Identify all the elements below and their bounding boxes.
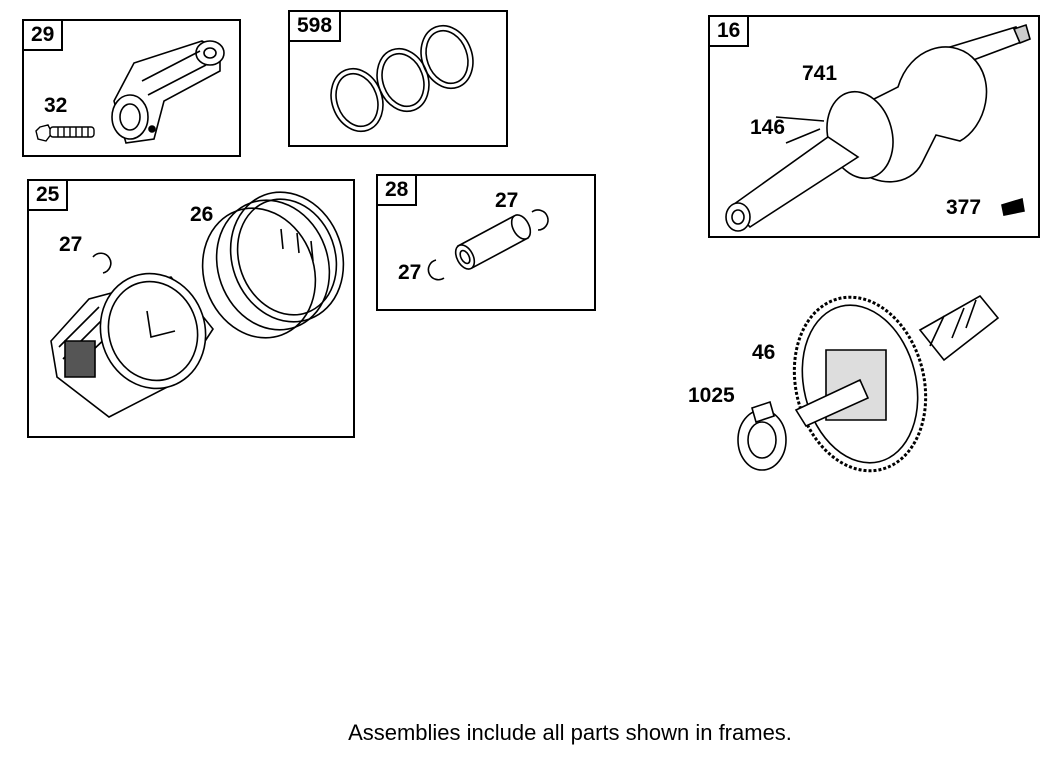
piston-drawing [29,181,357,440]
piston-lock-part-number: 27 [59,233,83,256]
frame-number-598: 598 [288,10,342,42]
frame-number-25: 25 [27,179,69,211]
frame-ring-set: 598 [288,10,508,147]
crankshaft-drawing [710,17,1042,240]
pin-lock-bottom-part-number: 27 [398,261,422,284]
connecting-rod-drawing [24,21,243,159]
pin-lock-top-part-number: 27 [495,189,519,212]
gear-741-part-number: 741 [802,62,838,85]
frame-number-29: 29 [22,19,64,51]
frame-connecting-rod: 29 32 [22,19,241,157]
frame-number-28: 28 [376,174,418,206]
key-377-part-number: 377 [946,196,982,219]
pin-drawing [378,176,598,313]
frame-pin: 28 27 27 [376,174,596,311]
frame-piston: 25 27 26 [27,179,355,438]
camshaft-part-number: 46 [752,341,776,364]
key-146-part-number: 146 [750,116,786,139]
bolt-drawing [24,21,243,159]
ring-set-drawing [290,12,510,149]
piston-rings-part-number: 26 [190,203,214,226]
assembly-caption: Assemblies include all parts shown in fr… [348,720,792,745]
frame-number-16: 16 [708,15,750,47]
frame-crankshaft: 16 741 146 377 [708,15,1040,238]
washer-part-number: 1025 [688,384,735,407]
bolt-part-number: 32 [44,94,68,117]
